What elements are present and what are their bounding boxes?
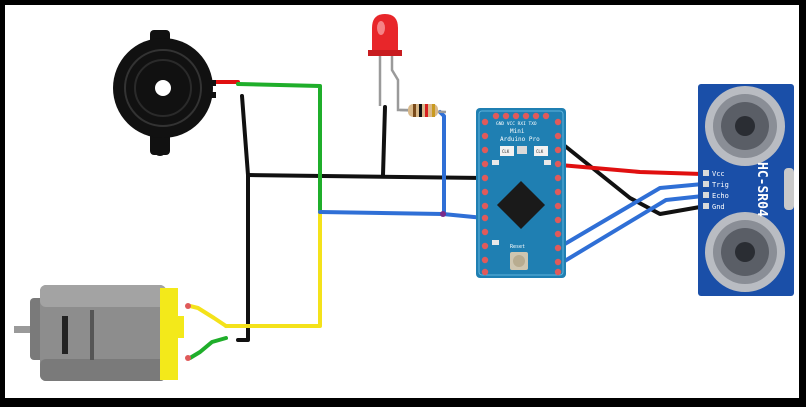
mcu-chip [496, 180, 546, 230]
left-pin-column [481, 118, 489, 276]
wire-blue-led [438, 110, 446, 216]
led-icon [372, 14, 398, 52]
wire-blue-sensor-echo [556, 194, 705, 267]
wires [188, 80, 705, 360]
dc-motor [14, 285, 191, 381]
chip-label-2: CLK [536, 149, 544, 154]
board-component [500, 146, 514, 156]
motor-shaft [14, 326, 44, 333]
pin-label-echo: Echo [712, 192, 729, 200]
arduino-board: GND VCC RXI TXO Mini Arduino Pro [476, 108, 566, 278]
board-brand-line1: Mini [510, 128, 525, 135]
wire-red-sensor-vcc [558, 163, 704, 176]
sensor-pin-vcc [703, 170, 709, 176]
top-pins-label: GND VCC RXI TXO [496, 121, 537, 127]
dc-motor-icon [40, 285, 166, 381]
wire-black-led [381, 105, 387, 177]
wire-yellow-motor-lead [188, 304, 228, 328]
sensor-pin-trig [703, 181, 709, 187]
motor-endcap [160, 288, 178, 380]
wire-yellow-motor [224, 210, 322, 328]
right-pin-column [554, 118, 562, 276]
top-pin-row [492, 112, 550, 120]
wire-blue-sensor-trig [556, 182, 705, 250]
board-brand-line2: Arduino Pro [500, 136, 540, 143]
buzzer [113, 30, 216, 156]
junction-dot [440, 211, 446, 217]
reset-label: Reset [510, 244, 525, 250]
wire-black-buzzer [236, 94, 250, 342]
crystal [784, 168, 794, 210]
ultrasonic-sensor: Vcc Trig Echo Gnd HC-SR04 [698, 84, 794, 296]
resistor [399, 104, 447, 117]
sensor-pin-echo [703, 192, 709, 198]
pin-label-vcc: Vcc [712, 170, 725, 178]
pin-label-gnd: Gnd [712, 203, 725, 211]
chip-label-1: CLK [502, 149, 510, 154]
wire-green-motor [188, 336, 228, 360]
pin-label-trig: Trig [712, 181, 729, 189]
sensor-pin-gnd [703, 203, 709, 209]
board-component [534, 146, 548, 156]
wire-green-buzzer [236, 82, 322, 214]
sensor-model-label: HC-SR04 [754, 162, 769, 217]
